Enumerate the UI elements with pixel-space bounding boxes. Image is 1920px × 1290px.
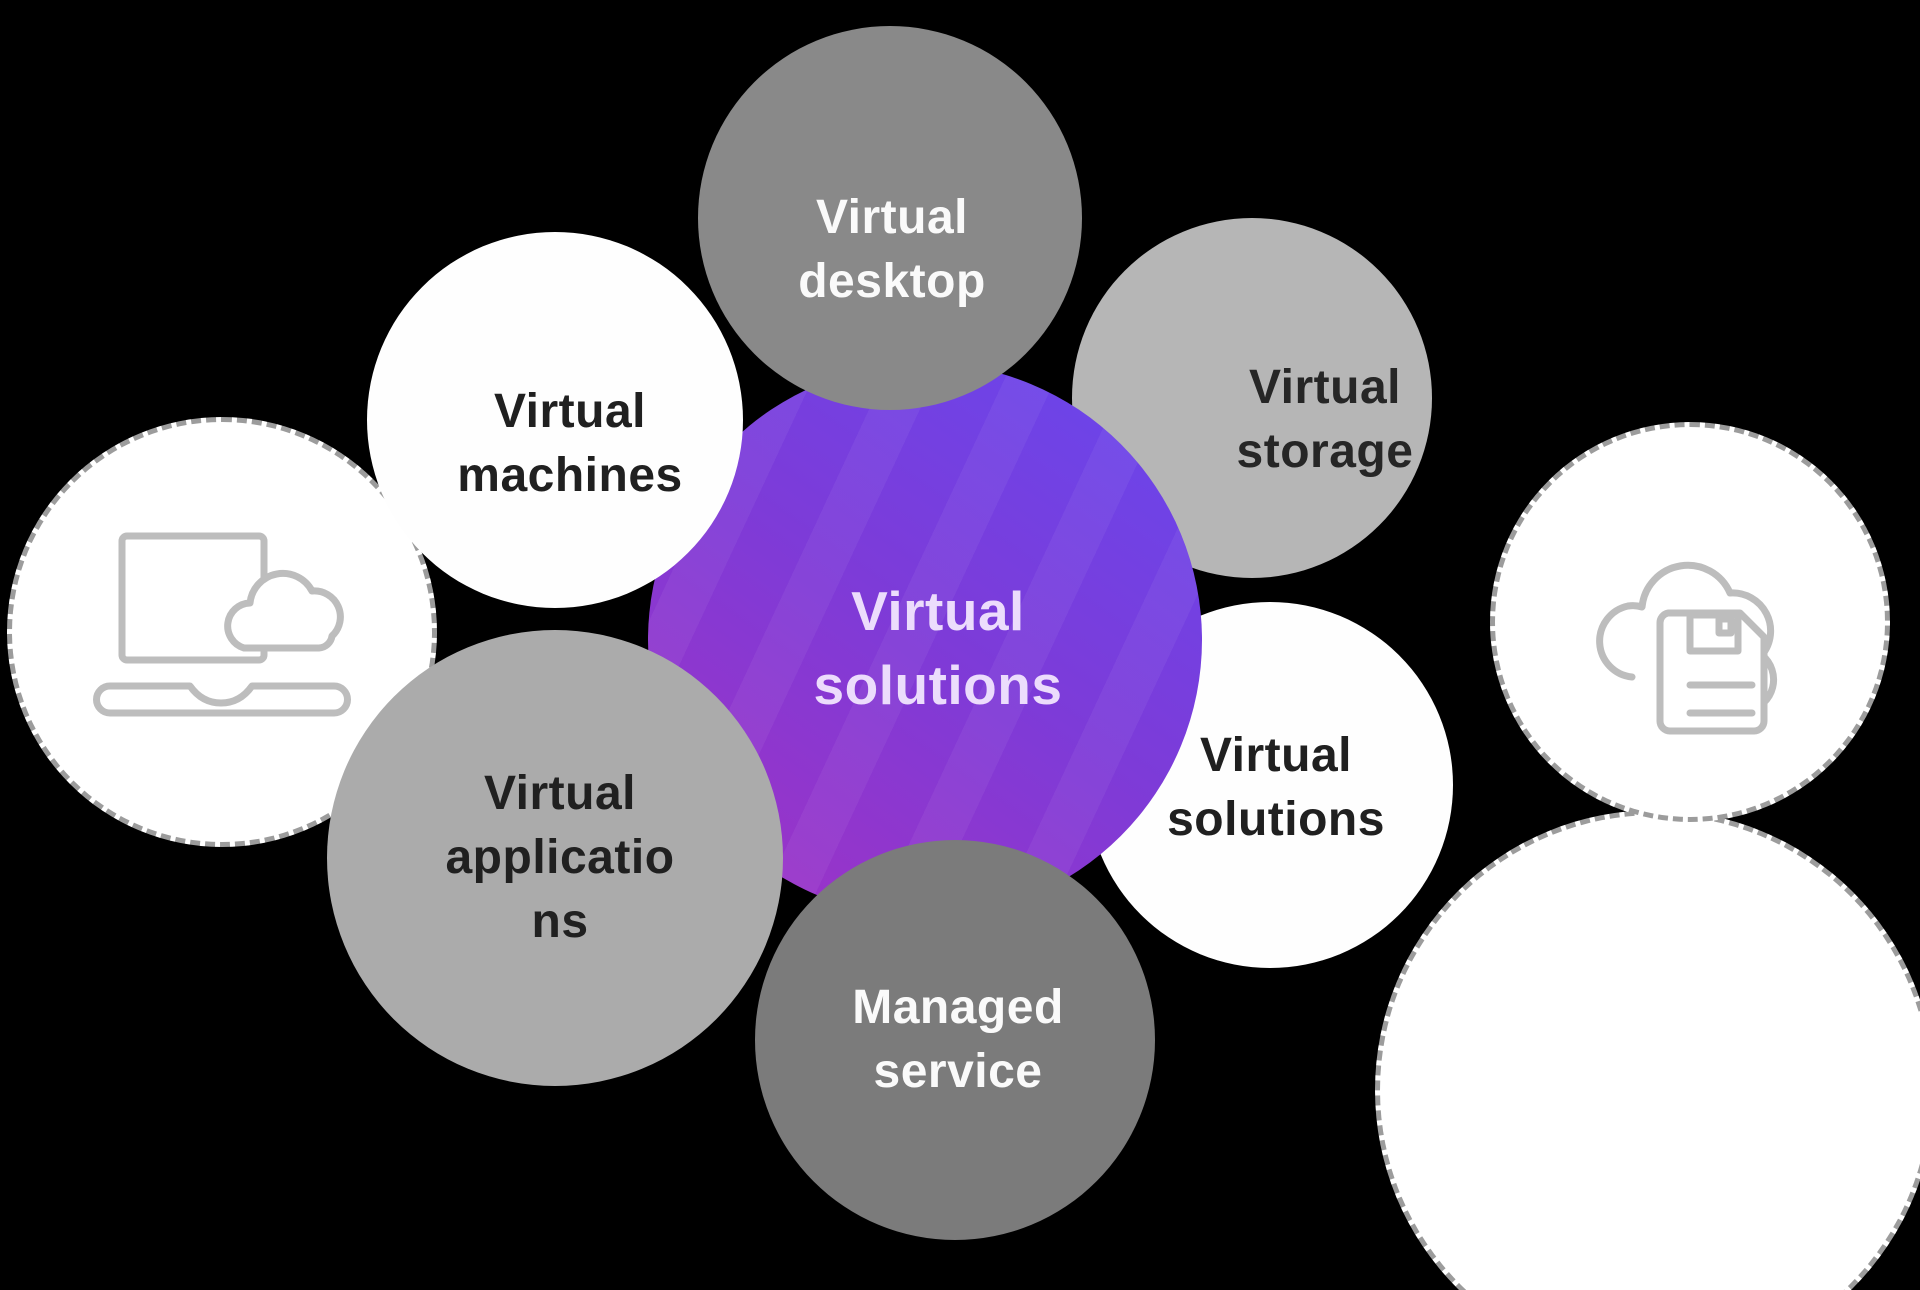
virtual-machines-label: Virtual machines bbox=[457, 385, 683, 502]
virtual-desktop-circle bbox=[698, 26, 1082, 410]
dashed-circle-bottom-right bbox=[1375, 810, 1920, 1290]
cloud-save-icon bbox=[1596, 561, 1778, 735]
managed-service-circle bbox=[755, 840, 1155, 1240]
virtual-storage-label: Virtual storage bbox=[1236, 361, 1414, 478]
virtual-solutions-small-label: Virtual solutions bbox=[1167, 729, 1385, 846]
managed-service-label: Managed service bbox=[852, 981, 1064, 1098]
virtual-applications-label: Virtual applicatio ns bbox=[445, 767, 675, 948]
laptop-cloud-icon bbox=[93, 532, 351, 717]
virtual-applications-circle bbox=[327, 630, 783, 1086]
virtual-machines-circle bbox=[367, 232, 743, 608]
virtual-desktop-label: Virtual desktop bbox=[798, 191, 986, 308]
virtual-solutions-center-label: Virtual solutions bbox=[813, 580, 1063, 716]
